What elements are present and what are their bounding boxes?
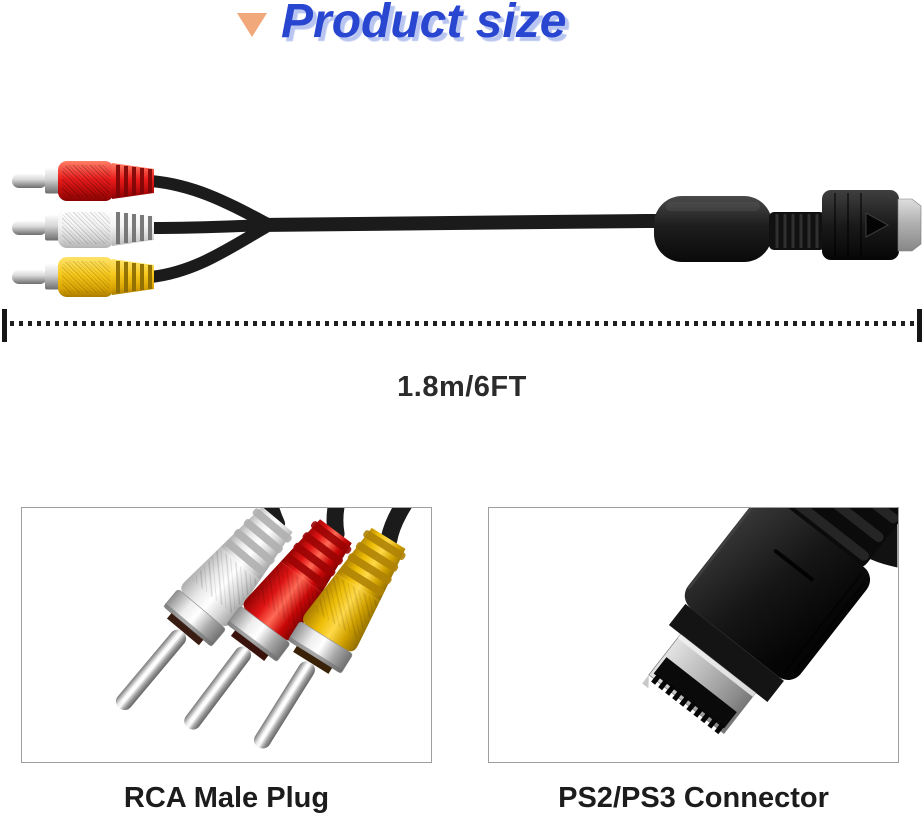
yellow-rca-collar: [45, 264, 60, 290]
white-branch-cable: [146, 219, 274, 234]
red-closeup-cable: [326, 508, 345, 543]
ps2-shield-corner: [642, 674, 649, 689]
ps2-caption: PS2/PS3 Connector: [558, 782, 829, 814]
ps2-body-dash: [773, 549, 814, 582]
connector-neck: [769, 212, 825, 250]
yellow-rca-closeup: [254, 527, 406, 749]
yellow-rca-plug: [12, 257, 154, 297]
ps2-pin-opening: [653, 657, 737, 729]
red-rca-collar: [45, 168, 60, 194]
cable-illustration: [12, 161, 922, 297]
red-rca-plug: [12, 161, 154, 201]
main-cable: [251, 214, 669, 232]
cable-photo: [0, 140, 924, 310]
white-rca-closeup: [115, 508, 293, 711]
page-title: Product size: [281, 0, 567, 48]
rca-closeup-illustration: [115, 508, 412, 749]
ps2-closeup-illustration: [642, 508, 898, 735]
measure-end-left: [2, 309, 7, 342]
length-label: 1.8m/6FT: [397, 371, 527, 403]
white-rca-pin: [12, 221, 47, 235]
yellow-closeup-cable: [380, 508, 412, 550]
red-rca-closeup: [184, 519, 352, 730]
white-rca-collar: [45, 215, 60, 241]
red-branch-cable: [145, 175, 272, 229]
yellow-rca-pin: [12, 270, 47, 284]
ps2-connector-closeup: [642, 508, 898, 735]
arrow-icon: [865, 212, 890, 238]
yellow-branch-cable: [145, 221, 272, 283]
measurement-dotted-line: [10, 321, 914, 326]
ps2-neck: [668, 603, 784, 703]
ferrite-bead: [654, 196, 772, 262]
rca-caption: RCA Male Plug: [123, 782, 330, 814]
red-rca-pin: [12, 174, 47, 188]
down-triangle-icon: [237, 13, 267, 37]
ps2-closeup-box: [488, 507, 899, 763]
white-rca-plug: [12, 208, 154, 248]
rca-closeup-box: [21, 507, 432, 763]
measure-end-right: [917, 309, 922, 342]
ps2-plug-metal-tip: [897, 198, 922, 252]
